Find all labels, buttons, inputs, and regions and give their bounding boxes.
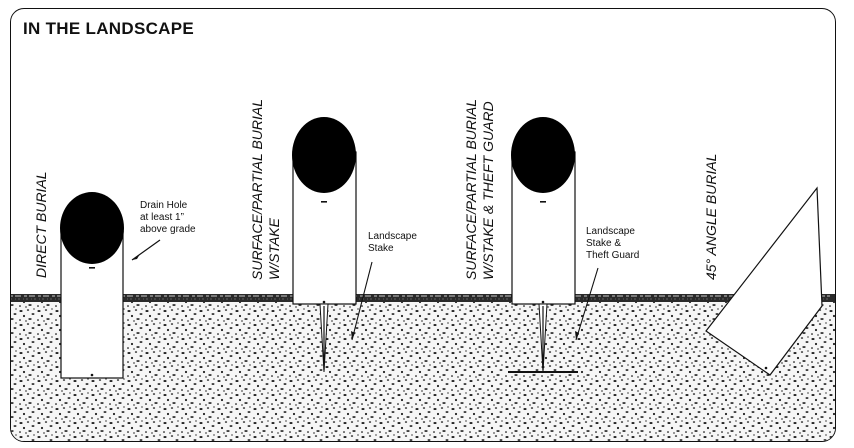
note-stake-and-guard: Landscape Stake & Theft Guard	[586, 226, 640, 261]
label-surface-stake-line1: SURFACE/PARTIAL BURIAL	[249, 98, 265, 280]
grass-strip	[11, 294, 835, 302]
label-surface-guard-line1: SURFACE/PARTIAL BURIAL	[463, 98, 479, 280]
soil	[11, 300, 835, 441]
label-surface-guard: SURFACE/PARTIAL BURIAL W/STAKE & THEFT G…	[463, 99, 497, 280]
note-landscape-stake: Landscape Stake	[368, 231, 417, 254]
stake-pointer	[351, 261, 373, 341]
label-surface-guard-line2: W/STAKE & THEFT GUARD	[480, 101, 496, 280]
guard-pointer	[575, 267, 599, 341]
label-surface-stake: SURFACE/PARTIAL BURIAL W/STAKE	[249, 99, 283, 280]
label-direct-burial: DIRECT BURIAL	[33, 171, 49, 278]
note-drain-hole: Drain Hole at least 1” above grade	[140, 200, 196, 235]
label-surface-stake-line2: W/STAKE	[266, 218, 282, 280]
label-angle-burial: 45° ANGLE BURIAL	[703, 153, 719, 280]
surface-guard-unit	[508, 117, 578, 373]
panel-title: IN THE LANDSCAPE	[23, 19, 195, 38]
angle-burial-unit	[705, 186, 823, 376]
surface-stake-unit	[292, 117, 357, 373]
direct-burial-unit	[60, 192, 124, 379]
